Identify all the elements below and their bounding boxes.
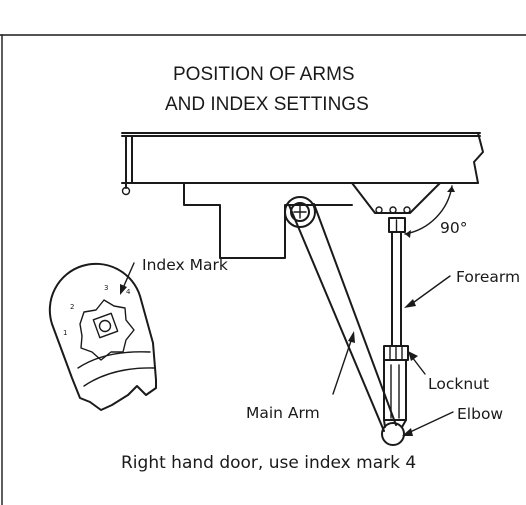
forearm-tube (383, 359, 407, 421)
elbow-label: Elbow (457, 405, 503, 423)
index-number-2: 2 (70, 303, 74, 311)
elbow (381, 419, 407, 446)
index-number-3: 3 (104, 284, 108, 292)
main-arm-label: Main Arm (246, 404, 320, 422)
forearm (388, 217, 406, 347)
angle-indicator (404, 185, 455, 238)
title-line-2: AND INDEX SETTINGS (165, 94, 369, 115)
forearm-label: Forearm (456, 268, 520, 286)
caption: Right hand door, use index mark 4 (121, 453, 416, 473)
index-number-1: 1 (63, 329, 67, 337)
hinge-pivot (121, 186, 131, 196)
title-line-1: POSITION OF ARMS (173, 64, 355, 85)
adjustment-dots (375, 206, 411, 214)
index-number-4: 4 (126, 288, 131, 296)
leader-lines (120, 262, 454, 436)
main-arm-pivot (284, 196, 316, 228)
door-header (121, 132, 484, 196)
main-arm (284, 196, 397, 432)
frame (0, 34, 526, 505)
locknut (383, 345, 409, 361)
angle-label: 90° (440, 219, 467, 237)
index-shaft-detail (48, 262, 157, 411)
index-mark-label: Index Mark (142, 256, 228, 274)
locknut-label: Locknut (428, 375, 489, 393)
